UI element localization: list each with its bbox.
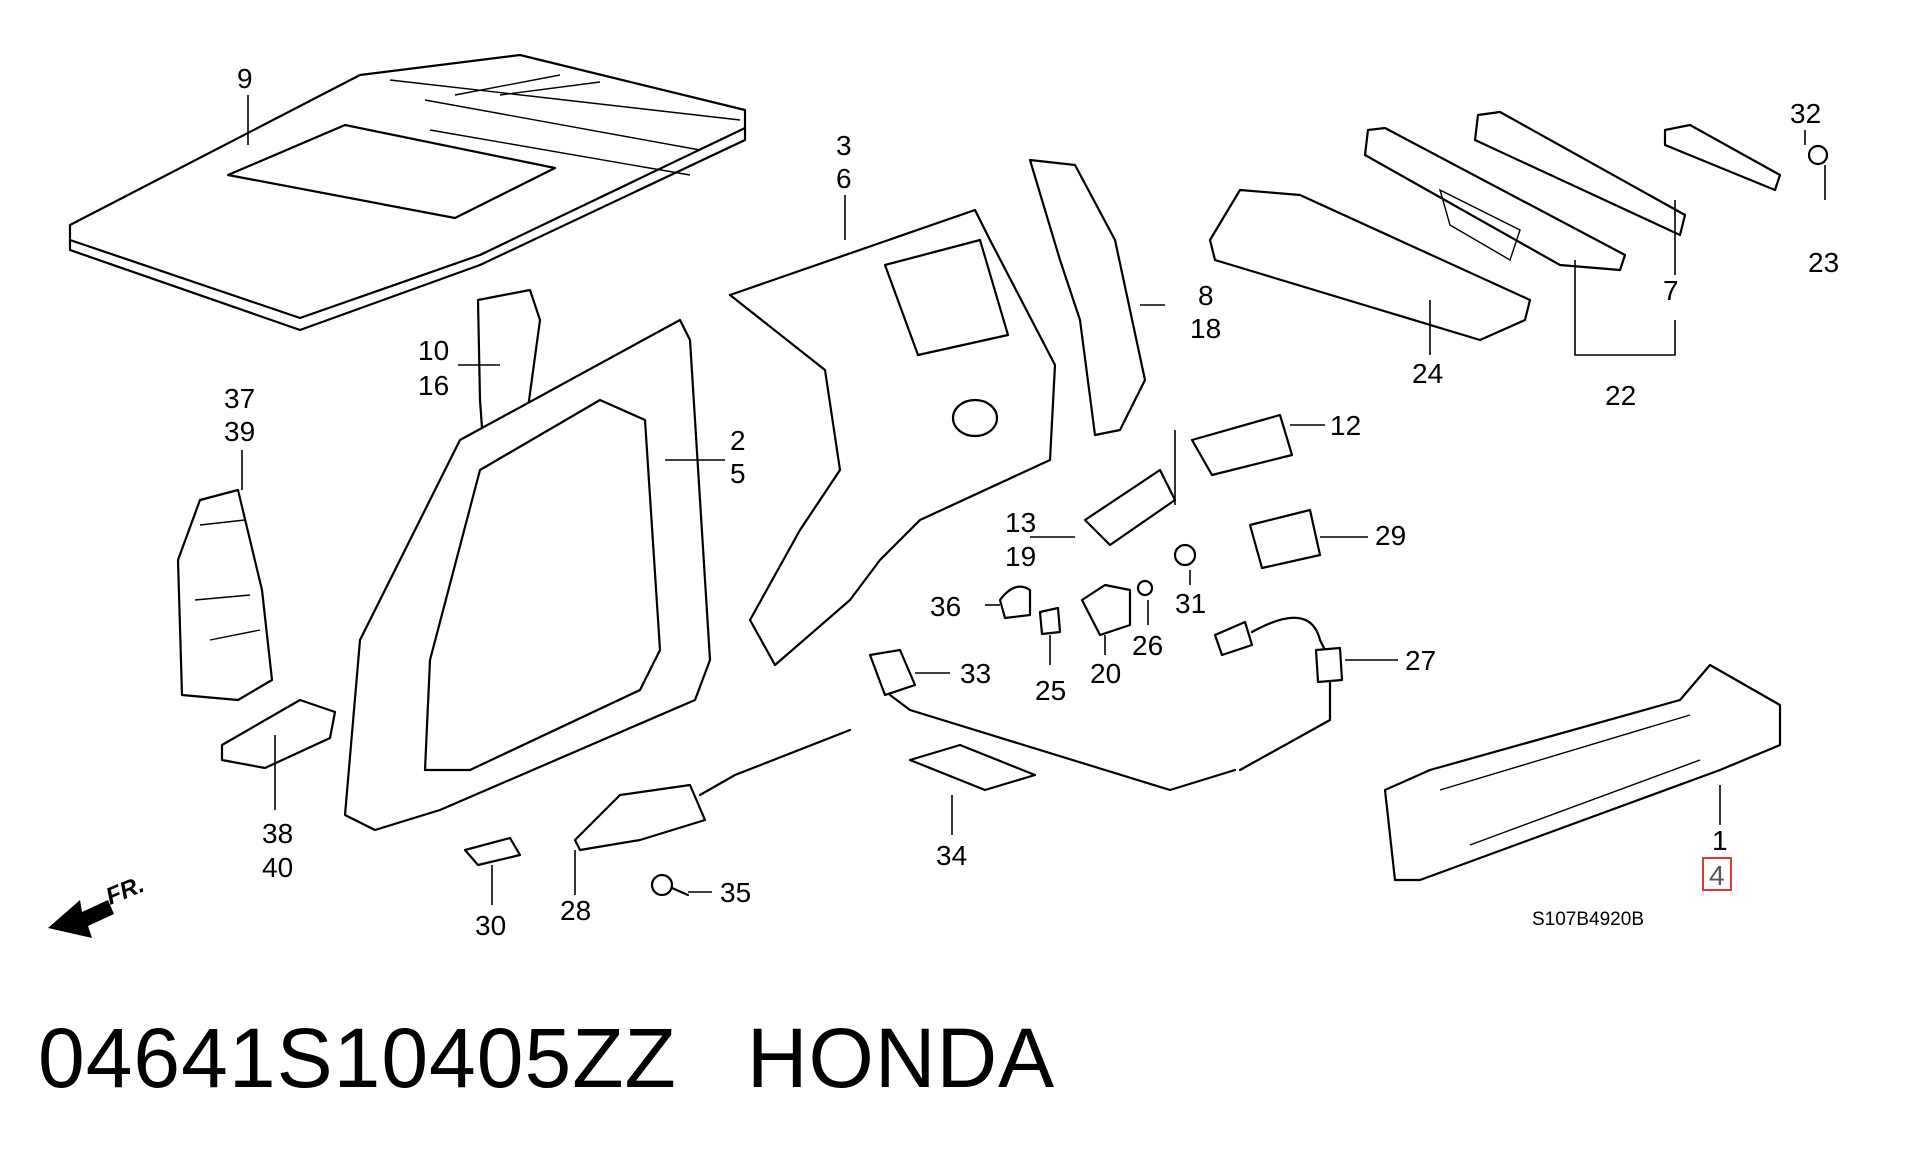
callout-7: 7 [1663, 275, 1679, 306]
bracket-12 [1190, 413, 1294, 477]
callout-22: 22 [1605, 380, 1636, 411]
callout-16: 16 [418, 370, 449, 401]
latch-28 [573, 728, 852, 852]
part-25 [1038, 606, 1062, 636]
callout-20: 20 [1090, 658, 1121, 689]
part-36 [998, 585, 1032, 620]
front-pillar-inner [176, 488, 274, 702]
rear-floor-member-22 [1363, 126, 1627, 272]
callout-24: 24 [1412, 358, 1443, 389]
callout-32: 32 [1790, 98, 1821, 129]
callout-39: 39 [224, 416, 255, 447]
callout-19: 19 [1005, 541, 1036, 572]
bracket-23 [1663, 123, 1782, 192]
callout-37: 37 [224, 383, 255, 414]
callout-34: 34 [936, 840, 967, 871]
callout-33: 33 [960, 658, 991, 689]
callout-25: 25 [1035, 675, 1066, 706]
callout-38: 38 [262, 818, 293, 849]
leader-lines [241, 95, 1826, 905]
side-panel-front [343, 318, 712, 832]
part-30 [463, 836, 522, 867]
bolt-35 [650, 873, 690, 897]
bolt-32 [1807, 144, 1829, 166]
callout-26: 26 [1132, 630, 1163, 661]
callout-5: 5 [730, 458, 746, 489]
callout-1: 1 [1712, 825, 1728, 856]
callout-13: 13 [1005, 507, 1036, 538]
rear-cross-member-24 [1208, 188, 1532, 342]
callout-31: 31 [1175, 588, 1206, 619]
side-sill-1-4 [1383, 663, 1782, 882]
brand-name: HONDA [746, 1011, 1056, 1105]
callout-36: 36 [930, 591, 961, 622]
cable-27 [1213, 616, 1344, 772]
bolt-31 [1173, 543, 1197, 567]
clip-33 [868, 648, 1237, 792]
lower-bracket [220, 698, 337, 770]
callout-9: 9 [237, 63, 253, 94]
callout-35: 35 [720, 877, 751, 908]
diagram-code: S107B4920B [1532, 909, 1644, 930]
callout-8: 8 [1198, 280, 1214, 311]
callout-numbers: 9 3 6 8 18 10 16 2 5 37 39 38 40 12 13 1… [224, 63, 1839, 941]
nut-26 [1136, 579, 1154, 597]
roof-panel [68, 53, 747, 332]
callout-29: 29 [1375, 520, 1406, 551]
callout-4: 4 [1709, 860, 1725, 891]
callout-3: 3 [836, 130, 852, 161]
callout-30: 30 [475, 910, 506, 941]
rear-pillar-upper [1028, 158, 1147, 437]
rear-cross-member-7 [1473, 110, 1687, 237]
callout-12: 12 [1330, 410, 1361, 441]
rear-quarter-panel [728, 208, 1057, 667]
callout-27: 27 [1405, 645, 1436, 676]
callout-18: 18 [1190, 313, 1221, 344]
exploded-parts-diagram: FR. 9 3 6 8 18 1 [48, 53, 1839, 941]
highlight-box [1702, 857, 1732, 891]
caption: 04641S10405ZZ HONDA [38, 1010, 1055, 1107]
fuel-door-20 [1080, 583, 1132, 637]
front-direction-arrow: FR. [48, 871, 148, 938]
callout-2: 2 [730, 425, 746, 456]
pad-34 [908, 743, 1037, 792]
callout-23: 23 [1808, 247, 1839, 278]
direction-label: FR. [102, 871, 148, 911]
callout-6: 6 [836, 163, 852, 194]
callout-10: 10 [418, 335, 449, 366]
callout-40: 40 [262, 852, 293, 883]
part-29 [1248, 508, 1322, 570]
bracket-13 [1083, 468, 1177, 547]
callout-28: 28 [560, 895, 591, 926]
part-number: 04641S10405ZZ [38, 1011, 677, 1105]
